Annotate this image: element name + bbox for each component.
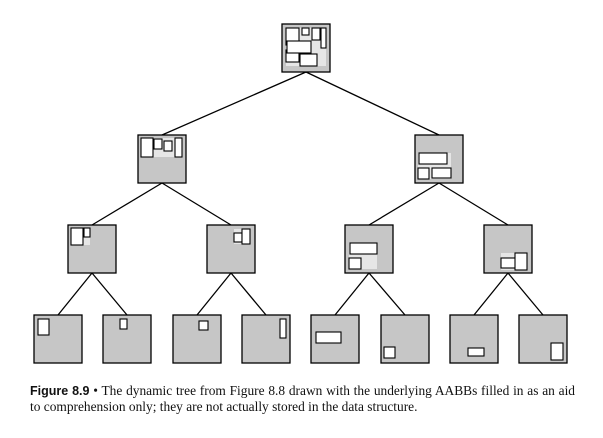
object-aabb-1 — [83, 227, 91, 238]
object-aabb-0 — [198, 320, 209, 331]
object-aabb-1 — [241, 228, 251, 245]
tree-node-b — [102, 314, 152, 364]
object-aabb-0 — [315, 331, 342, 344]
edge-R-RR — [438, 182, 509, 226]
object-aabb-0 — [279, 318, 287, 339]
tree-node-f — [380, 314, 430, 364]
object-aabb-1 — [348, 257, 362, 270]
object-aabb-2 — [311, 27, 321, 41]
object-aabb-1 — [514, 252, 528, 271]
node-square — [172, 314, 222, 364]
edge-RL-e — [334, 272, 370, 316]
tree-node-a — [33, 314, 83, 364]
edge-LL-b — [91, 272, 128, 316]
object-aabb-2 — [163, 140, 173, 152]
dynamic-tree-diagram — [33, 23, 568, 364]
object-aabb-0 — [383, 346, 396, 359]
tree-node-RR — [483, 224, 533, 274]
edge-LR-d — [230, 272, 267, 316]
edge-root-R — [305, 71, 440, 136]
edge-root-L — [161, 71, 307, 136]
object-aabb-6 — [299, 53, 318, 67]
edge-LR-c — [196, 272, 232, 316]
object-aabb-0 — [349, 242, 378, 255]
edge-RR-g — [473, 272, 509, 316]
tree-node-g — [449, 314, 499, 364]
object-aabb-0 — [467, 347, 485, 357]
caption-separator: • — [89, 383, 102, 398]
object-aabb-0 — [119, 318, 128, 330]
tree-node-d — [241, 314, 291, 364]
object-aabb-0 — [550, 342, 564, 361]
tree-node-LR — [206, 224, 256, 274]
figure-caption: Figure 8.9 • The dynamic tree from Figur… — [30, 383, 575, 415]
tree-edges — [57, 71, 544, 316]
tree-node-h — [518, 314, 568, 364]
figure-label: Figure 8.9 — [30, 384, 90, 398]
edge-RR-h — [507, 272, 544, 316]
object-aabb-0 — [233, 232, 243, 243]
edge-L-LR — [161, 182, 232, 226]
object-aabb-1 — [417, 167, 430, 180]
tree-nodes — [33, 23, 568, 364]
tree-node-root — [281, 23, 331, 73]
edge-L-LL — [91, 182, 163, 226]
object-aabb-5 — [286, 40, 312, 54]
object-aabb-3 — [174, 137, 183, 158]
edge-RL-f — [368, 272, 406, 316]
caption-text: The dynamic tree from Figure 8.8 drawn w… — [30, 383, 575, 414]
tree-node-c — [172, 314, 222, 364]
tree-node-LL — [67, 224, 117, 274]
object-aabb-0 — [418, 152, 448, 165]
edge-LL-a — [57, 272, 93, 316]
object-aabb-1 — [153, 138, 163, 150]
object-aabb-1 — [301, 27, 310, 36]
object-aabb-0 — [70, 227, 84, 246]
tree-node-e — [310, 314, 360, 364]
object-aabb-0 — [140, 137, 154, 158]
tree-node-L — [137, 134, 187, 184]
tree-node-RL — [344, 224, 394, 274]
tree-node-R — [414, 134, 464, 184]
object-aabb-2 — [431, 167, 452, 179]
object-aabb-3 — [320, 27, 327, 49]
edge-R-RL — [368, 182, 440, 226]
object-aabb-0 — [37, 318, 50, 336]
